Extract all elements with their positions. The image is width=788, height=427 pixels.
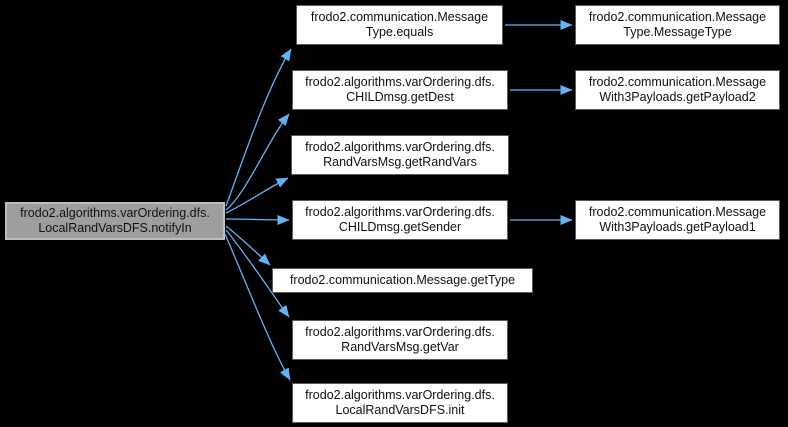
- edge-notifyin-to-equals: [225, 48, 292, 207]
- node-childmsg-getsender[interactable]: frodo2.algorithms.varOrdering.dfs. CHILD…: [292, 200, 508, 240]
- node-randvarsmsg-getrandvars[interactable]: frodo2.algorithms.varOrdering.dfs. RandV…: [291, 135, 509, 175]
- node-label-line: CHILDmsg.getSender: [338, 220, 462, 234]
- edge-notifyin-to-getsender: [225, 214, 290, 225]
- node-label-line: LocalRandVarsDFS.init: [335, 403, 465, 417]
- node-childmsg-getdest[interactable]: frodo2.algorithms.varOrdering.dfs. CHILD…: [292, 70, 508, 110]
- node-label-line: frodo2.communication.Message: [588, 204, 767, 219]
- node-label-line: frodo2.communication.Message: [310, 9, 489, 24]
- node-label-line: frodo2.algorithms.varOrdering.dfs.: [305, 139, 495, 154]
- edge-notifyin-to-gettype: [225, 225, 271, 266]
- node-label-line: CHILDmsg.getDest: [346, 90, 454, 104]
- node-localrandvarsdfs-init[interactable]: frodo2.algorithms.varOrdering.dfs. Local…: [292, 383, 508, 423]
- node-label-line: frodo2.algorithms.varOrdering.dfs.: [20, 205, 210, 220]
- node-messagewith3payloads-getpayload2[interactable]: frodo2.communication.Message With3Payloa…: [575, 70, 780, 110]
- node-label-line: frodo2.algorithms.varOrdering.dfs.: [305, 387, 495, 402]
- node-label-line: RandVarsMsg.getRandVars: [323, 155, 477, 169]
- edge-notifyin-to-getrandvars: [225, 177, 289, 214]
- node-label-line: Type.MessageType: [623, 25, 732, 39]
- node-label-line: frodo2.communication.Message: [588, 9, 767, 24]
- edge-notifyin-to-init: [224, 233, 291, 381]
- node-randvarsmsg-getvar[interactable]: frodo2.algorithms.varOrdering.dfs. RandV…: [292, 320, 508, 360]
- edge-notifyin-to-getdest: [225, 113, 290, 211]
- node-label-line: frodo2.algorithms.varOrdering.dfs.: [305, 324, 495, 339]
- node-label-line: With3Payloads.getPayload2: [599, 90, 756, 104]
- edge-notifyin-to-getvar: [225, 229, 290, 318]
- node-label-line: RandVarsMsg.getVar: [341, 340, 459, 354]
- node-messagetype-equals[interactable]: frodo2.communication.Message Type.equals: [296, 5, 503, 45]
- node-label-line: frodo2.communication.Message.getType: [289, 272, 516, 287]
- node-label-line: LocalRandVarsDFS.notifyIn: [38, 221, 192, 235]
- node-label-line: frodo2.communication.Message: [588, 74, 767, 89]
- node-label-line: frodo2.algorithms.varOrdering.dfs.: [305, 74, 495, 89]
- node-label-line: With3Payloads.getPayload1: [599, 220, 756, 234]
- node-message-gettype[interactable]: frodo2.communication.Message.getType: [272, 268, 533, 293]
- node-localrandvarsdfs-notifyin: frodo2.algorithms.varOrdering.dfs. Local…: [5, 202, 225, 240]
- node-label-line: Type.equals: [365, 25, 434, 39]
- node-label-line: frodo2.algorithms.varOrdering.dfs.: [305, 204, 495, 219]
- node-messagewith3payloads-getpayload1[interactable]: frodo2.communication.Message With3Payloa…: [575, 200, 780, 240]
- node-messagetype-constructor[interactable]: frodo2.communication.Message Type.Messag…: [575, 5, 780, 45]
